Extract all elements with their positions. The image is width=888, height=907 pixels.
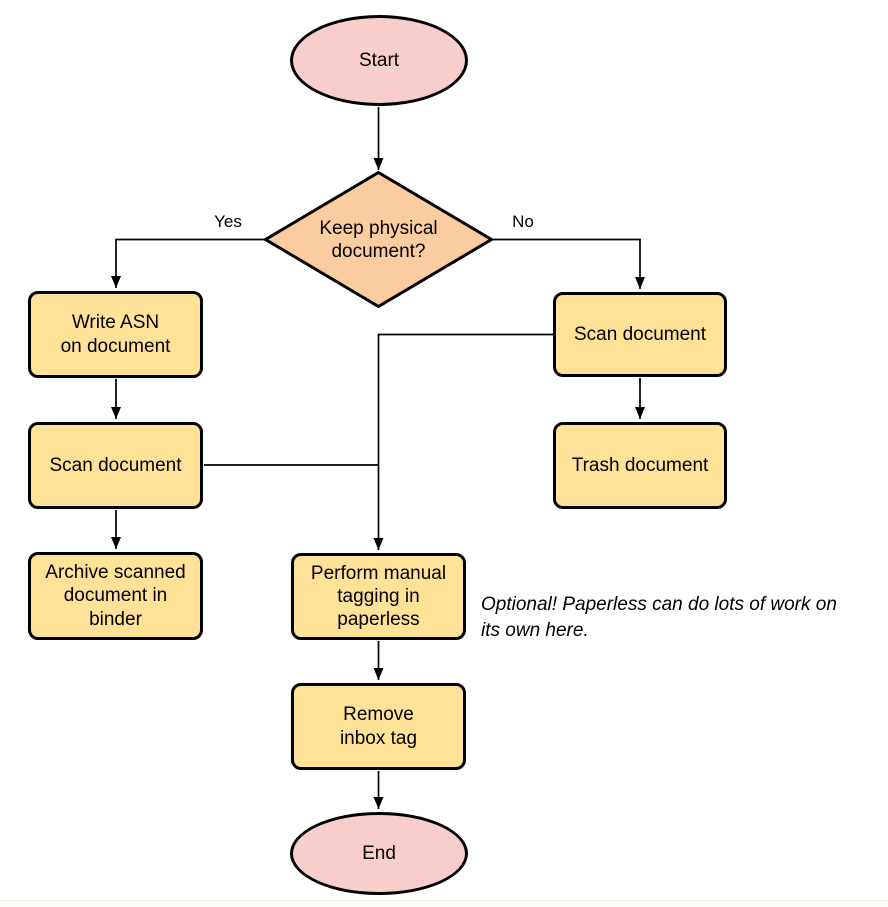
node-remove-inbox-tag: Remove inbox tag: [291, 683, 466, 770]
node-start-label: Start: [358, 49, 400, 71]
node-manual-tagging-label: Perform manual tagging in paperless: [310, 562, 447, 631]
edge-scan-right-tagging: [373, 333, 553, 550]
node-scan-document-right: Scan document: [553, 292, 727, 377]
page-bottom-strip: [0, 900, 888, 907]
node-trash-document-label: Trash document: [571, 454, 709, 476]
node-write-asn: Write ASN on document: [28, 291, 203, 378]
node-decision-label: Keep physical document?: [319, 217, 438, 262]
node-scan-document-left: Scan document: [28, 422, 203, 509]
node-archive-binder-label: Archive scanned document in binder: [45, 562, 186, 630]
node-decision: Keep physical document?: [280, 210, 477, 270]
edge-label-yes: Yes: [214, 212, 242, 231]
node-archive-binder: Archive scanned document in binder: [28, 552, 203, 640]
node-scan-document-left-label: Scan document: [49, 454, 182, 476]
node-trash-document: Trash document: [553, 422, 727, 509]
node-end: End: [290, 812, 468, 895]
node-remove-inbox-tag-label: Remove inbox tag: [339, 704, 418, 749]
node-manual-tagging: Perform manual tagging in paperless: [291, 553, 466, 640]
decision-diamond-shape: [262, 170, 495, 309]
node-write-asn-label: Write ASN on document: [60, 312, 171, 357]
edge-decision-scan-right: [492, 238, 645, 289]
edge-decision-write-asn: [111, 238, 265, 288]
edge-label-no: No: [512, 212, 534, 231]
node-scan-document-right-label: Scan document: [573, 323, 707, 345]
node-start: Start: [290, 15, 468, 106]
annotation-optional-note: Optional! Paperless can do lots of work …: [481, 594, 837, 641]
node-end-label: End: [362, 842, 396, 864]
